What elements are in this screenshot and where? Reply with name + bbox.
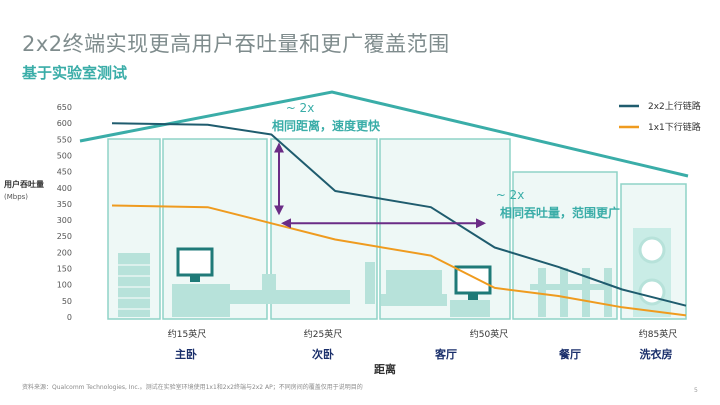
tv-base xyxy=(468,294,478,300)
bed-post xyxy=(365,262,375,304)
room-label: 主卧 xyxy=(175,347,197,361)
tv-screen xyxy=(176,247,214,277)
legend-label: 1x1下行链路 xyxy=(648,121,701,133)
dining-chair xyxy=(538,268,546,317)
annotation-speed-ratio: ~ 2x xyxy=(286,101,315,115)
page-subtitle: 基于实验室测试 xyxy=(22,64,128,82)
distance-marker: 约25英尺 xyxy=(304,328,342,340)
room-label: 餐厅 xyxy=(558,347,581,361)
dining-table xyxy=(530,284,610,290)
y-tick-label: 650 xyxy=(57,103,72,112)
series-line xyxy=(111,122,687,307)
page-number: 5 xyxy=(694,387,698,394)
dining-chair xyxy=(582,268,590,317)
dining-chair xyxy=(560,268,568,317)
dryer-door xyxy=(638,278,666,306)
comparison-arrows xyxy=(274,142,486,229)
y-tick-label: 50 xyxy=(62,297,72,306)
sofa-seat xyxy=(381,294,447,306)
room-outline xyxy=(270,138,378,320)
room-label: 次卧 xyxy=(312,347,334,361)
distance-marker: 约50英尺 xyxy=(470,328,508,340)
page-title: 2x2终端实现更高用户吞吐量和更广覆盖范围 xyxy=(22,32,450,56)
tv-base xyxy=(190,276,200,282)
y-tick-label: 250 xyxy=(57,232,72,241)
y-tick-label: 200 xyxy=(57,248,72,257)
bed-frame xyxy=(188,290,264,304)
dining-chair xyxy=(604,268,612,317)
y-tick-label: 350 xyxy=(57,200,72,209)
dresser xyxy=(118,253,150,317)
bed-frame xyxy=(272,290,350,304)
y-tick-label: 450 xyxy=(57,168,72,177)
tv-stand xyxy=(450,300,490,317)
y-tick-label: 100 xyxy=(57,281,72,290)
furniture-illustration xyxy=(118,228,671,317)
x-axis-label: 距离 xyxy=(374,362,396,376)
bed-headboard xyxy=(262,274,276,304)
distance-marker: 约85英尺 xyxy=(639,328,677,340)
room-label: 洗衣房 xyxy=(640,347,673,361)
y-axis: 0 50 100 150 200 250 300 350 400 450 500 550 600 650 用… xyxy=(3,103,72,322)
y-tick-label: 0 xyxy=(67,313,72,322)
y-tick-label: 500 xyxy=(57,151,72,160)
series-line xyxy=(111,204,687,317)
source-footnote: 资料来源：Qualcomm Technologies, Inc.。测试在实验室环… xyxy=(22,384,363,391)
y-tick-label: 550 xyxy=(57,135,72,144)
washer-door xyxy=(638,236,666,264)
y-tick-label: 400 xyxy=(57,184,72,193)
legend: 2x2上行链路 1x1下行链路 xyxy=(619,100,701,133)
y-axis-unit: (Mbps) xyxy=(4,193,28,201)
annotation-range-text: 相同吞吐量，范围更广 xyxy=(500,205,620,220)
distance-marker: 约15英尺 xyxy=(168,328,206,340)
y-axis-label: 用户吞吐量 xyxy=(3,179,44,189)
sofa-back xyxy=(386,270,442,298)
y-tick-label: 150 xyxy=(57,265,72,274)
room-label: 客厅 xyxy=(434,347,457,361)
legend-label: 2x2上行链路 xyxy=(648,100,701,112)
y-tick-label: 300 xyxy=(57,216,72,225)
annotation-speed-text: 相同距离，速度更快 xyxy=(272,118,381,133)
y-tick-label: 600 xyxy=(57,119,72,128)
annotation-range-ratio: ~ 2x xyxy=(496,188,525,202)
series-lines xyxy=(111,122,687,317)
